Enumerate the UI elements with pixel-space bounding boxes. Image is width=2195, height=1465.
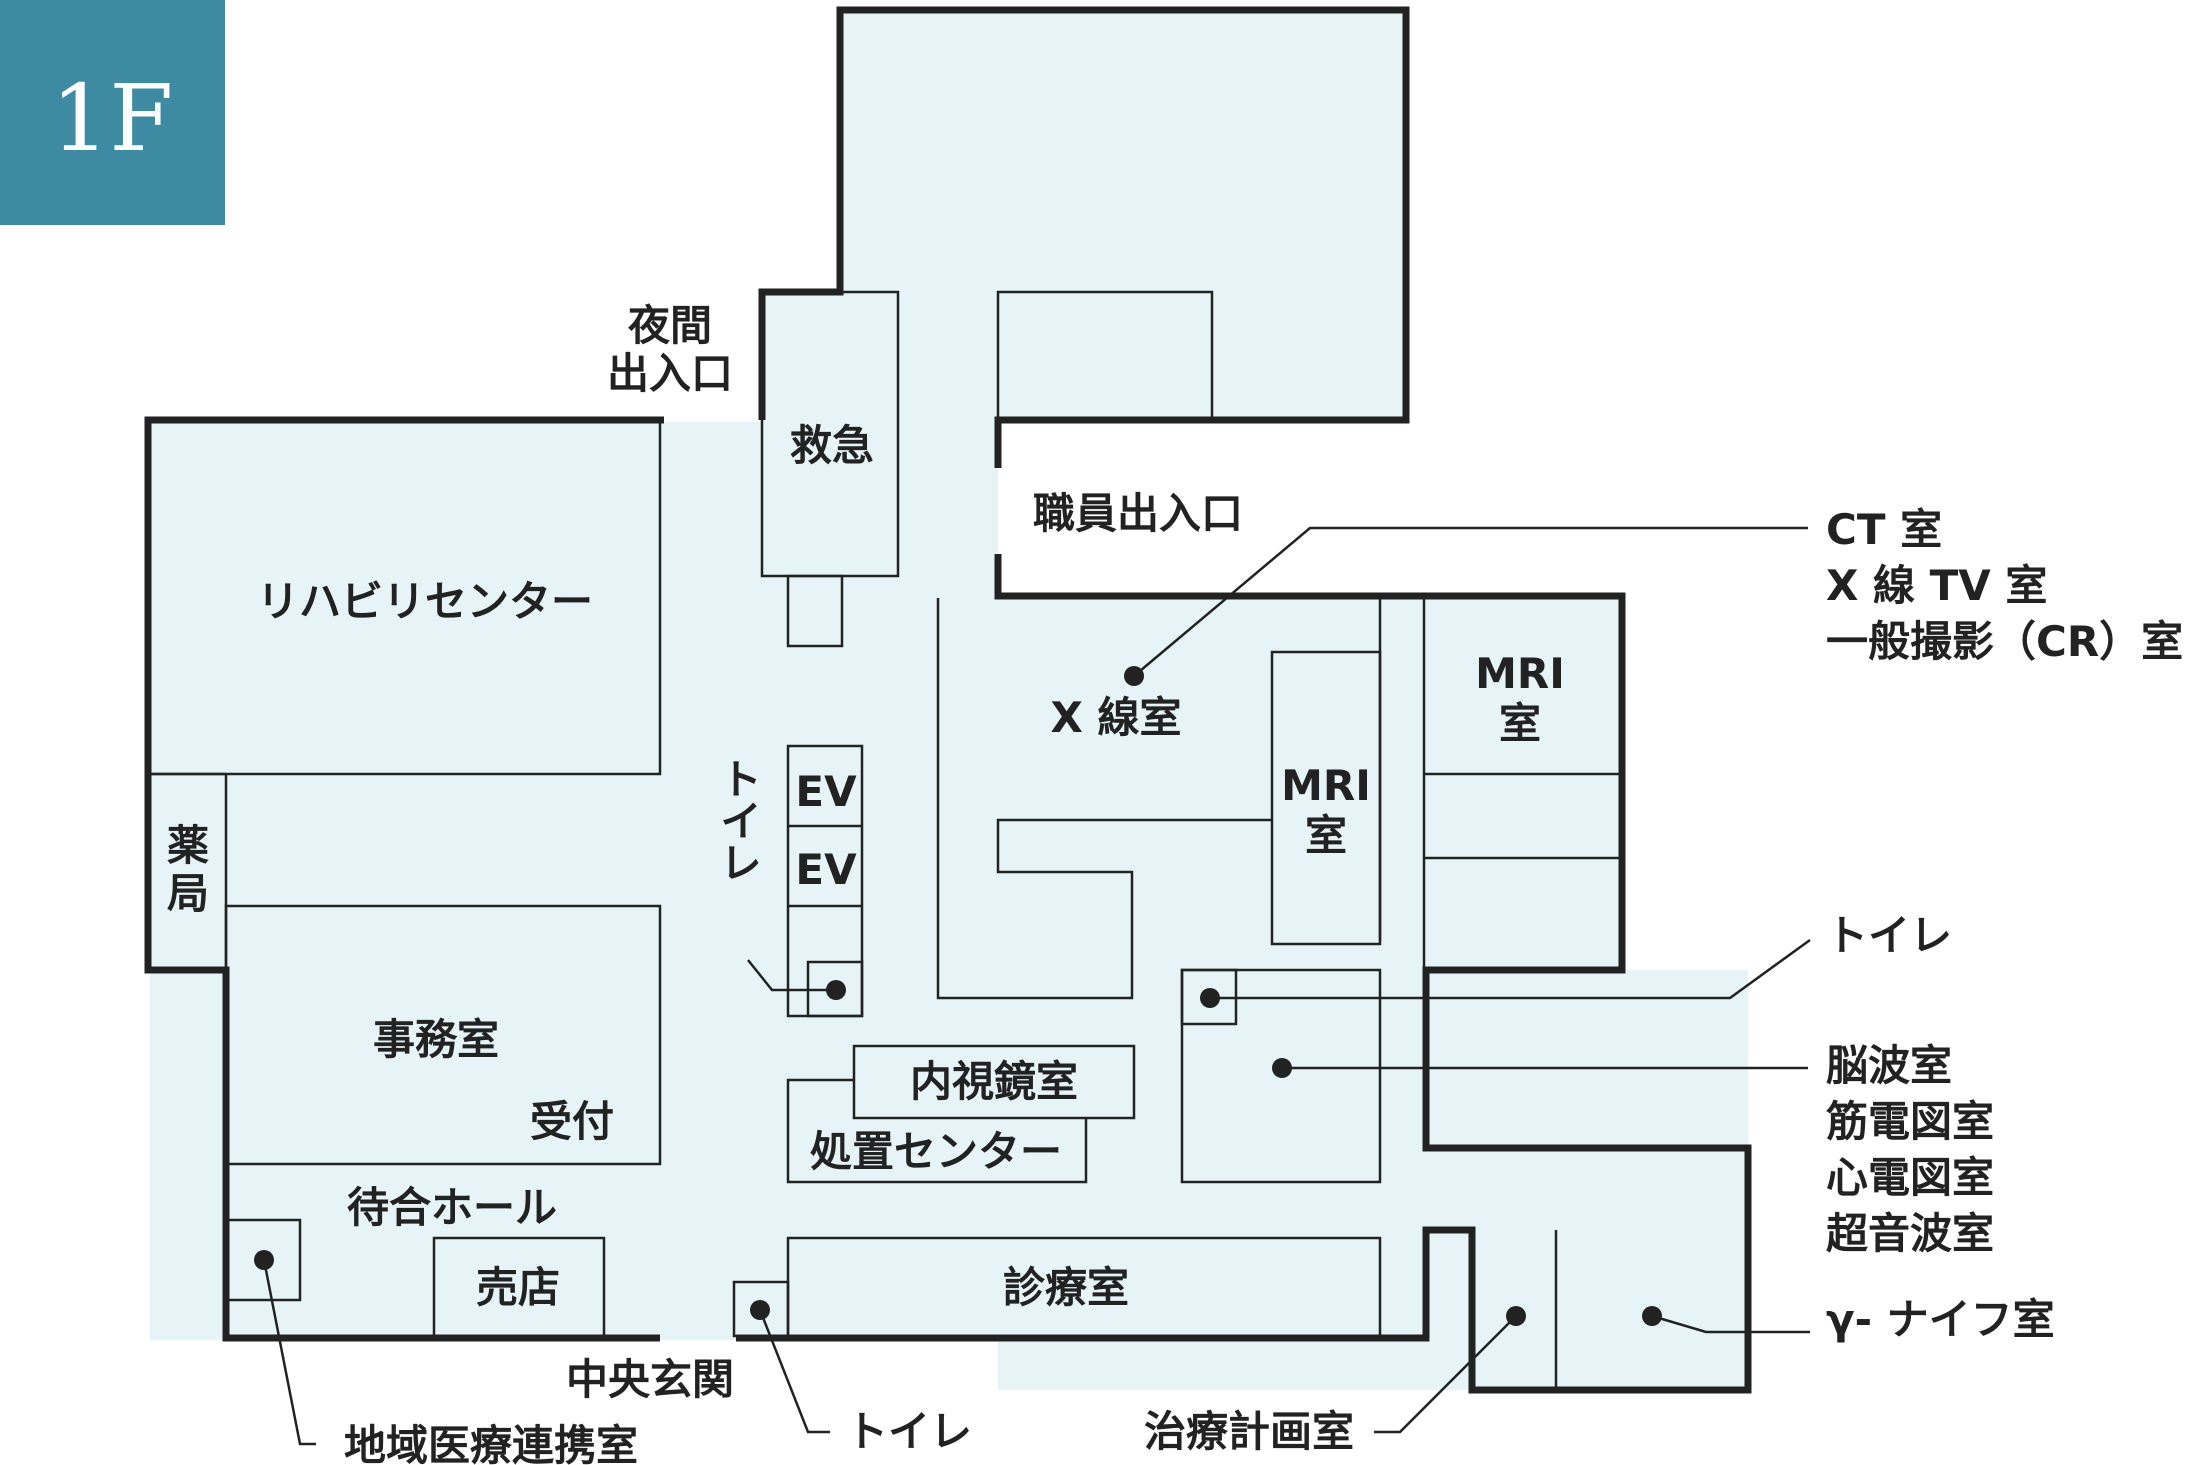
leader-lines [262, 526, 1811, 1446]
night-entrance-label-2: 出入口 [607, 349, 733, 398]
tests-callout-2: 筋電図室 [1826, 1097, 1994, 1146]
imaging-callout-2: X 線 TV 室 [1826, 561, 2047, 610]
endoscopy-label: 内視鏡室 [910, 1057, 1078, 1106]
mri-center-room [1270, 650, 1382, 946]
test-room [1180, 968, 1382, 1184]
imaging-callout-1: CT 室 [1826, 505, 1942, 554]
mri-right-label-1: MRI [1475, 649, 1565, 698]
ev1-label: EV [795, 767, 857, 816]
callout-dots [254, 666, 1662, 1326]
imaging-callout-3: 一般撮影（CR）室 [1826, 617, 2183, 666]
waiting-hall-label: 待合ホール [347, 1183, 557, 1232]
floor-badge [0, 0, 225, 225]
pharmacy-label-2: 局 [167, 869, 209, 918]
tests-callout-4: 超音波室 [1826, 1209, 1994, 1258]
rehab-label: リハビリセンター [257, 577, 593, 626]
gamma-knife-callout: γ- ナイフ室 [1826, 1295, 2055, 1344]
emergency-label: 救急 [790, 421, 874, 470]
shop-label: 売店 [476, 1263, 560, 1312]
treatment-center-label: 処置センター [810, 1127, 1062, 1176]
night-entrance-label-1: 夜間 [627, 301, 712, 350]
tests-callout-3: 心電図室 [1826, 1153, 1994, 1202]
toilet-right-callout: トイレ [1826, 911, 1952, 960]
toilet-vertical-label: トイレ [714, 757, 763, 883]
staff-entrance-label: 職員出入口 [1033, 489, 1243, 538]
treatment-planning-callout: 治療計画室 [1144, 1407, 1354, 1456]
floor-label: 1F [51, 65, 173, 172]
mri-right-label-2: 室 [1499, 699, 1541, 748]
mri-center-label-1: MRI [1281, 761, 1371, 810]
reception-label: 受付 [530, 1097, 614, 1146]
emergency-annex [786, 574, 844, 648]
mri-center-label-2: 室 [1305, 811, 1347, 860]
office-label: 事務室 [373, 1015, 499, 1064]
tests-callout-1: 脳波室 [1826, 1041, 1952, 1090]
outer-walls [144, 6, 1752, 1394]
ev2-label: EV [795, 845, 857, 894]
toilet-bottom-callout: トイレ [846, 1407, 972, 1456]
pharmacy-label-1: 薬 [167, 821, 209, 870]
endoscopy-room [852, 1044, 1136, 1120]
building-fill [150, 12, 1748, 1390]
community-callout: 地域医療連携室 [344, 1421, 638, 1465]
consultation-label: 診療室 [1003, 1263, 1129, 1312]
xray-label: X 線室 [1050, 693, 1181, 742]
main-entrance-label: 中央玄関 [566, 1355, 734, 1404]
